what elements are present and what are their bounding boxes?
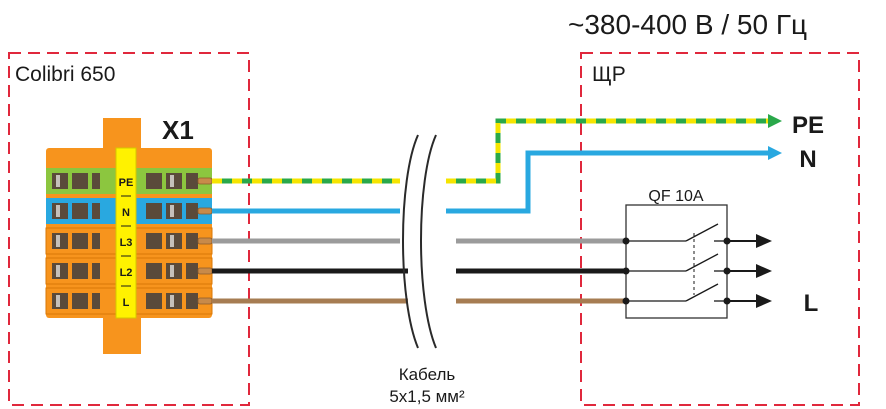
- cable-break-icon: [402, 134, 437, 349]
- terminal-block: [45, 118, 213, 354]
- output-label-l: L: [804, 290, 819, 317]
- cable-caption-line2: 5х1,5 мм²: [389, 387, 465, 406]
- wires-left: [212, 178, 408, 304]
- wires-right: [446, 114, 782, 304]
- terminal-block-label: X1: [162, 115, 194, 145]
- page-title: ~380-400 В / 50 Гц: [568, 9, 807, 40]
- breaker-label: QF 10A: [648, 188, 703, 205]
- device-frame: [8, 52, 250, 406]
- panel-frame: [580, 52, 860, 406]
- terminal-label-pe: PE: [119, 177, 134, 189]
- panel-label: ЩР: [592, 63, 626, 86]
- terminal-label-l2: L2: [120, 267, 133, 279]
- device-label: Colibri 650: [15, 63, 115, 86]
- output-label-pe: PE: [792, 112, 824, 139]
- marker-strip: [115, 147, 137, 319]
- output-label-n: N: [799, 146, 816, 173]
- cable-caption-line1: Кабель: [399, 365, 456, 384]
- terminal-label-n: N: [122, 207, 130, 219]
- terminal-label-l: L: [123, 297, 130, 309]
- terminal-label-l3: L3: [120, 237, 133, 249]
- breaker: [622, 204, 772, 319]
